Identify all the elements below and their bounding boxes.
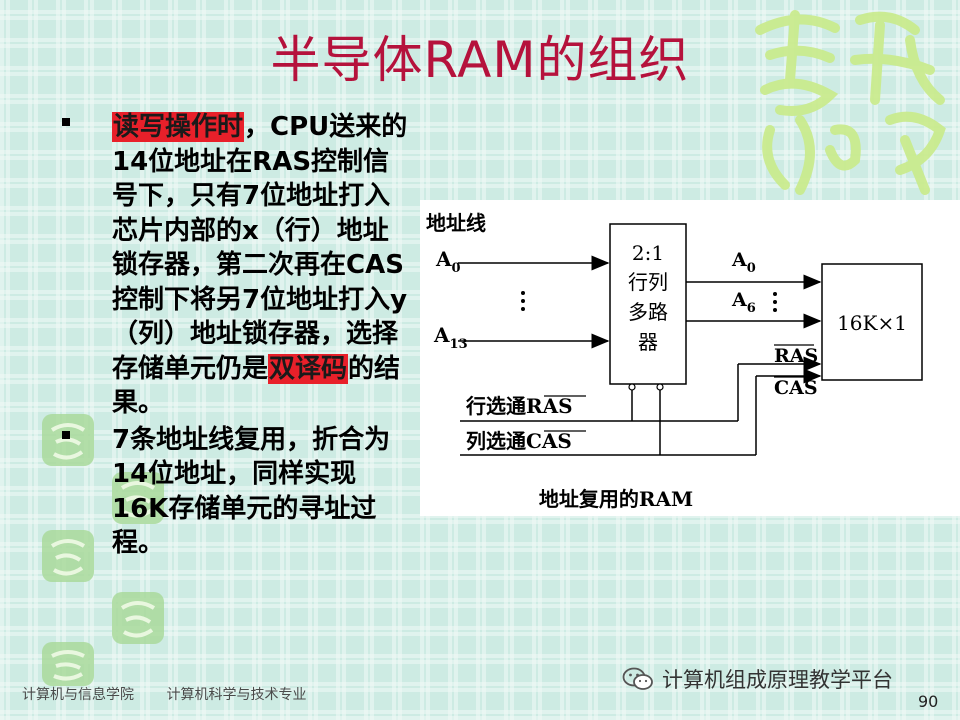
seal-stamp-icon [112,472,164,524]
row-strobe-label: 行选通RAS [465,394,573,418]
square-bullet-icon [62,118,70,126]
seal-stamp-icon [42,530,94,582]
output-a6-label: A6 [731,289,756,316]
footer-department: 计算机与信息学院 计算机科学与技术专业 [22,684,334,704]
bullet-text: 7条地址线复用，折合为14位地址，同样实现16K存储单元的寻址过程。 [112,424,391,559]
input-a0-label: A0 [435,247,461,276]
bullet-text: ，CPU送来的14位地址在RAS控制信号下，只有7位地址打入芯片内部的x（行）地… [112,112,408,384]
ras-signal-label: RAS [774,345,818,367]
auspicious-calligraphy-decoration [755,10,946,195]
mux-label-line2: 行列 [628,270,668,294]
highlight-text: 读写操作时 [112,112,245,142]
output-a0-label: A0 [731,249,756,276]
diagram-caption: 地址复用的RAM [539,487,693,511]
bullet-item: 读写操作时，CPU送来的14位地址在RAS控制信号下，只有7位地址打入芯片内部的… [60,110,410,421]
mux-ratio-label: 2:1 [632,241,664,265]
wechat-icon [622,667,653,690]
input-a13-label: A13 [433,323,468,352]
school-name: 计算机与信息学院 [22,687,134,703]
bullet-text: 的结果。 [112,353,401,419]
mux-label-line3: 多路 [628,300,668,324]
major-name: 计算机科学与技术专业 [166,687,307,703]
bullet-item: 7条地址线复用，折合为14位地址，同样实现16K存储单元的寻址过程。 [60,423,410,561]
slide-title: 半导体RAM的组织 [270,31,690,89]
highlight-text: 双译码 [268,353,349,384]
bullet-list: 读写操作时，CPU送来的14位地址在RAS控制信号下，只有7位地址打入芯片内部的… [60,110,410,563]
address-multiplex-diagram: 地址线 A0 A13 2:1 行列 多路 器 A0 A6 16K×1 RAS C… [420,200,960,516]
memory-size-label: 16K×1 [837,311,907,335]
wechat-account-name: 计算机组成原理教学平台 [662,668,893,692]
seal-stamp-icon [42,642,94,686]
square-bullet-icon [62,430,70,439]
address-lines-label: 地址线 [426,211,486,235]
wechat-account-watermark: 计算机组成原理教学平台 [622,664,893,694]
memory-box [821,263,923,381]
seal-stamp-icon [112,592,164,644]
seal-stamp-icon [42,414,94,466]
mux-label-line4: 器 [638,330,658,354]
mux-box [609,223,687,385]
page-number: 90 [918,692,939,711]
column-strobe-label: 列选通CAS [466,429,572,453]
cas-signal-label: CAS [774,377,818,399]
